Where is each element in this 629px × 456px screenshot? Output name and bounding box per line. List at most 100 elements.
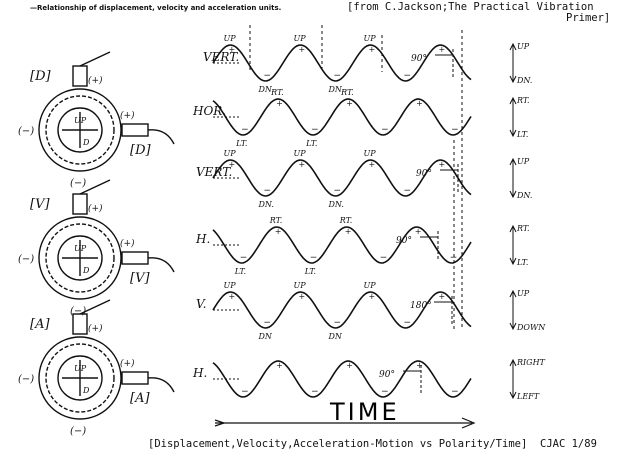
phase-label-6: 90° (379, 370, 395, 380)
minus-label-bottom: (−) (70, 426, 86, 437)
direction-legends (509, 42, 517, 400)
peak-label: UP (364, 281, 377, 290)
source-citation: [from C.Jackson;The Practical Vibration (347, 1, 594, 13)
row-label-5: V. (196, 297, 206, 311)
minus-mark: − (381, 387, 389, 397)
row-label-2: HOR. (192, 104, 226, 118)
legend-top-5: UP (517, 289, 530, 298)
d-label: D (82, 266, 90, 275)
legend-arrow-down (509, 75, 517, 84)
minus-mark: − (404, 71, 412, 81)
phase-label-4: 90° (396, 236, 412, 246)
plus-mark: + (369, 45, 376, 54)
waveform-1 (212, 44, 472, 82)
minus-mark: − (311, 125, 319, 135)
minus-mark: − (240, 253, 248, 263)
trough-label: DN (258, 332, 273, 341)
legend-bottom-4: LT. (516, 258, 528, 267)
plus-label: (+) (88, 323, 103, 334)
sensor-tag-right: [D] (130, 143, 151, 158)
probe-cable-right (147, 129, 175, 145)
probe-top (72, 193, 88, 215)
peak-label: UP (364, 149, 377, 158)
plus-mark: + (439, 45, 446, 54)
peak-label: UP (224, 281, 237, 290)
legend-top-4: RT. (516, 224, 530, 233)
sensor-housing-2 (38, 216, 122, 300)
shaft-circle (57, 355, 103, 401)
probe-cable (79, 51, 111, 67)
plus-mark: + (416, 361, 423, 370)
plus-mark: + (299, 160, 306, 169)
minus-mark: − (404, 186, 412, 196)
minus-label: (−) (18, 374, 34, 385)
plus-mark: + (229, 292, 236, 301)
shaft-circle (57, 235, 103, 281)
legend-top-1: UP (517, 42, 530, 51)
trough-label: DN. (258, 85, 274, 94)
d-label: D (82, 138, 90, 147)
minus-mark: − (241, 387, 249, 397)
peak-label: RT. (340, 88, 354, 97)
sensor-housing-1 (38, 88, 122, 172)
legend-arrow-up (509, 289, 517, 298)
minus-mark: − (334, 71, 342, 81)
plus-mark: + (276, 361, 283, 370)
probe-cable-right (147, 377, 175, 393)
probe-right (121, 371, 149, 385)
legend-arrow-up (509, 42, 517, 51)
waveform-6 (212, 360, 472, 398)
d-label: D (82, 386, 90, 395)
legend-bottom-5: DOWN (516, 323, 546, 332)
trough-label: DN. (328, 85, 344, 94)
peak-label: UP (364, 34, 377, 43)
plus-label-right: (+) (120, 238, 135, 249)
row-label-4: H. (195, 232, 210, 246)
legend-bottom-6: LEFT (516, 392, 540, 401)
plus-mark: + (346, 99, 353, 108)
minus-mark: − (264, 71, 272, 81)
probe-top (72, 65, 88, 87)
sensor-tag-right: [A] (130, 391, 150, 406)
plus-mark: + (299, 45, 306, 54)
shaft-circle (57, 107, 103, 153)
peak-label: UP (224, 149, 237, 158)
trough-label: DN (328, 332, 343, 341)
minus-mark: − (451, 125, 459, 135)
sensor-inner-ring (45, 343, 115, 413)
probe-cable (79, 179, 111, 195)
sensor-tag: [D] (30, 69, 51, 84)
legend-arrow-down (509, 322, 517, 331)
waveform-4 (212, 226, 472, 264)
legend-arrow-down (509, 129, 517, 138)
peak-label: RT. (339, 216, 353, 225)
sensor-inner-ring (45, 95, 115, 165)
sensor-housing-3 (38, 336, 122, 420)
up-label: UP (74, 116, 87, 125)
legend-bottom-2: LT. (516, 130, 528, 139)
up-label: UP (74, 364, 87, 373)
peak-label: UP (294, 149, 307, 158)
row-label-1: VERT. (203, 50, 239, 64)
probe-right (121, 251, 149, 265)
minus-mark: − (264, 186, 272, 196)
trough-label: LT. (235, 139, 247, 148)
phase-label-5: 180° (410, 301, 432, 311)
legend-arrow-down (509, 190, 517, 199)
minus-label: (−) (18, 254, 34, 265)
time-label: TIME (329, 398, 400, 426)
plus-mark: + (439, 292, 446, 301)
sensor-tag: [V] (30, 197, 50, 212)
up-label: UP (74, 244, 87, 253)
legend-arrow-up (509, 157, 517, 166)
probe-right (121, 123, 149, 137)
trough-label: DN. (328, 200, 344, 209)
source-citation-continued: Primer] (566, 12, 611, 24)
waveform-3 (212, 159, 472, 197)
peak-label: RT. (270, 88, 284, 97)
trough-label: LT. (234, 267, 246, 276)
legend-top-3: UP (517, 157, 530, 166)
phase-label-1: 90° (411, 54, 427, 64)
minus-label-bottom: (−) (70, 178, 86, 189)
